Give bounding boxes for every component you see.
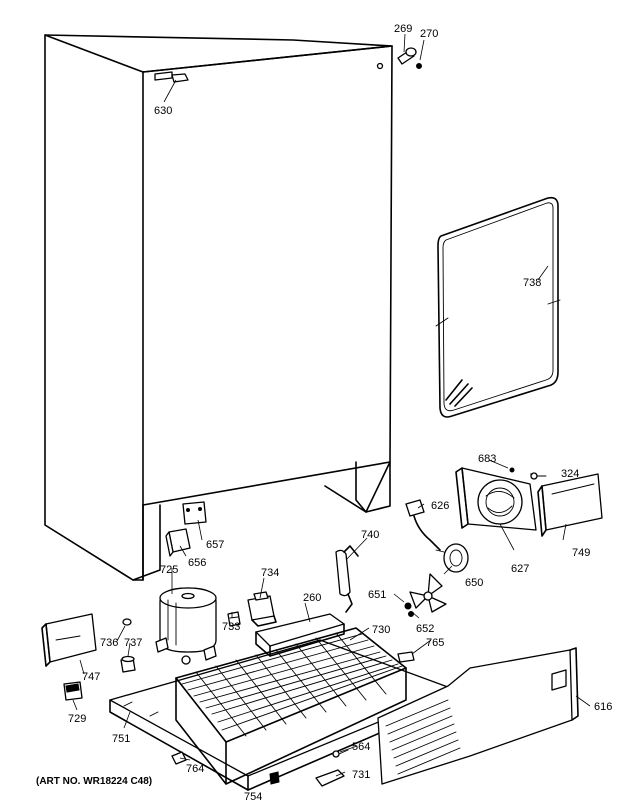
part-736-737: [120, 618, 136, 673]
callout-765: 765: [426, 637, 444, 649]
part-730-condenser: [175, 627, 407, 785]
callout-labels: 269 270 630 738 683 324 626 740 657 656 …: [68, 23, 612, 803]
part-734-relay: [247, 591, 277, 627]
callout-260: 260: [303, 592, 321, 604]
callout-683: 683: [478, 453, 496, 465]
part-747-bracket: [41, 613, 97, 667]
part-656-657: [165, 501, 207, 557]
callout-730: 730: [372, 624, 390, 636]
callout-740: 740: [361, 529, 379, 541]
callout-751: 751: [112, 733, 130, 745]
part-765-clip: [397, 651, 415, 663]
part-269-270: [397, 47, 422, 69]
part-627-fan-shroud: [455, 467, 537, 531]
callout-725: 725: [160, 564, 178, 576]
art-number: (ART NO. WR18224 C48): [36, 776, 152, 787]
part-738-gasket: [435, 196, 561, 418]
leader-lines: [72, 33, 591, 789]
callout-652: 652: [416, 623, 434, 635]
callout-737: 737: [124, 637, 142, 649]
callout-651: 651: [368, 589, 386, 601]
part-650-fan-motor: [435, 543, 469, 573]
callout-627: 627: [511, 563, 529, 575]
refrigerator-cabinet: [44, 34, 393, 581]
callout-731: 731: [352, 769, 370, 781]
callout-754: 754: [244, 791, 262, 803]
part-725-compressor: [155, 587, 217, 665]
callout-626: 626: [431, 500, 449, 512]
part-564-screw: [332, 749, 349, 758]
callout-564: 564: [352, 741, 370, 753]
callout-736: 736: [100, 637, 118, 649]
callout-650: 650: [465, 577, 483, 589]
callout-729: 729: [68, 713, 86, 725]
callout-738: 738: [523, 277, 541, 289]
part-324-screw: [530, 472, 547, 480]
callout-630: 630: [154, 105, 172, 117]
callout-616: 616: [594, 701, 612, 713]
part-729: [63, 681, 83, 701]
callout-656: 656: [188, 557, 206, 569]
part-616-grille: [377, 647, 579, 785]
callout-324: 324: [561, 468, 579, 480]
part-626: [405, 499, 441, 551]
callout-270: 270: [420, 28, 438, 40]
part-651-fan-blade: [404, 573, 447, 617]
callout-747: 747: [82, 671, 100, 683]
part-733: [227, 611, 241, 627]
callout-657: 657: [206, 539, 224, 551]
callout-734: 734: [261, 567, 279, 579]
part-260-tray: [255, 613, 345, 657]
callout-733: 733: [222, 621, 240, 633]
callout-749: 749: [572, 547, 590, 559]
part-740-drier: [335, 545, 359, 613]
callout-269: 269: [394, 23, 412, 35]
callout-764: 764: [186, 763, 204, 775]
part-749-cover: [537, 473, 603, 537]
part-731-764-754: [171, 751, 345, 787]
